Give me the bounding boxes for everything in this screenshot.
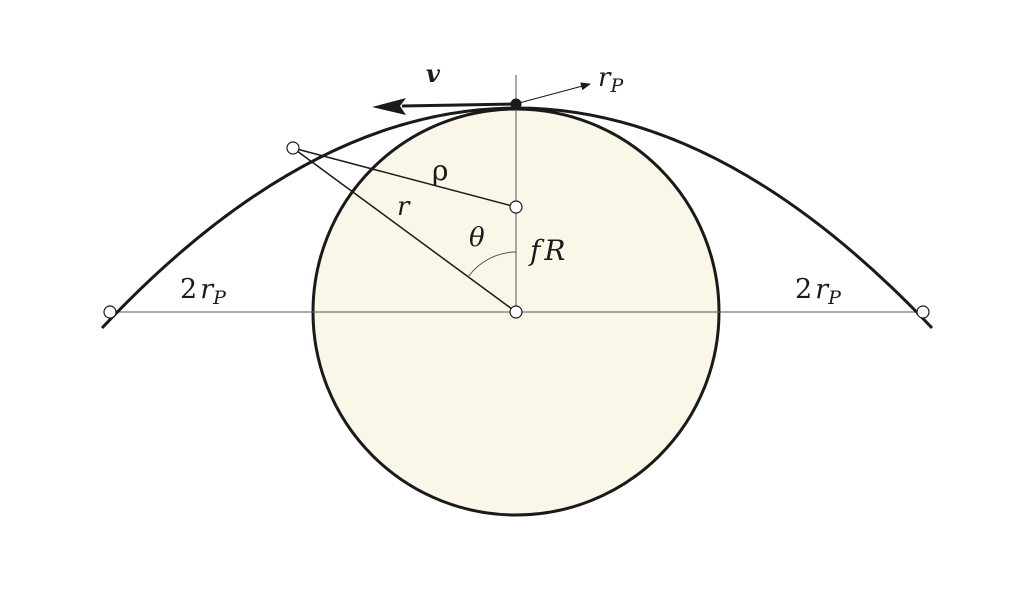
left-end-marker [103,305,117,319]
velocity-label: v [426,59,441,88]
two-rp-right-sub: P [827,287,842,309]
fR-label-R: R [543,234,565,267]
two-rp-left-num: 2 [180,274,197,305]
rp-label-sub: P [609,75,624,97]
theta-label: θ [469,223,485,253]
rp-label: rP [598,63,624,97]
velocity-arrow-shaft [401,102,517,108]
periapsis-dot [510,98,522,110]
two-rp-right-num: 2 [795,274,812,305]
two-rp-left-sub: P [212,287,227,309]
rp-pointer-arrow [518,82,591,104]
velocity-arrowhead [372,98,406,115]
r-label: r [397,192,411,222]
two-rp-left-r: r [200,274,215,305]
curve-point-marker [286,141,300,155]
focus-point-marker [509,200,523,214]
right-end-marker [916,305,930,319]
rho-label: ρ [432,154,448,187]
rho-line [292,147,517,208]
center-marker [509,305,523,319]
rp-label-main: r [598,63,612,93]
theta-arc [467,251,517,278]
radius-line-r [292,147,517,313]
two-rp-right-r: r [815,274,830,305]
